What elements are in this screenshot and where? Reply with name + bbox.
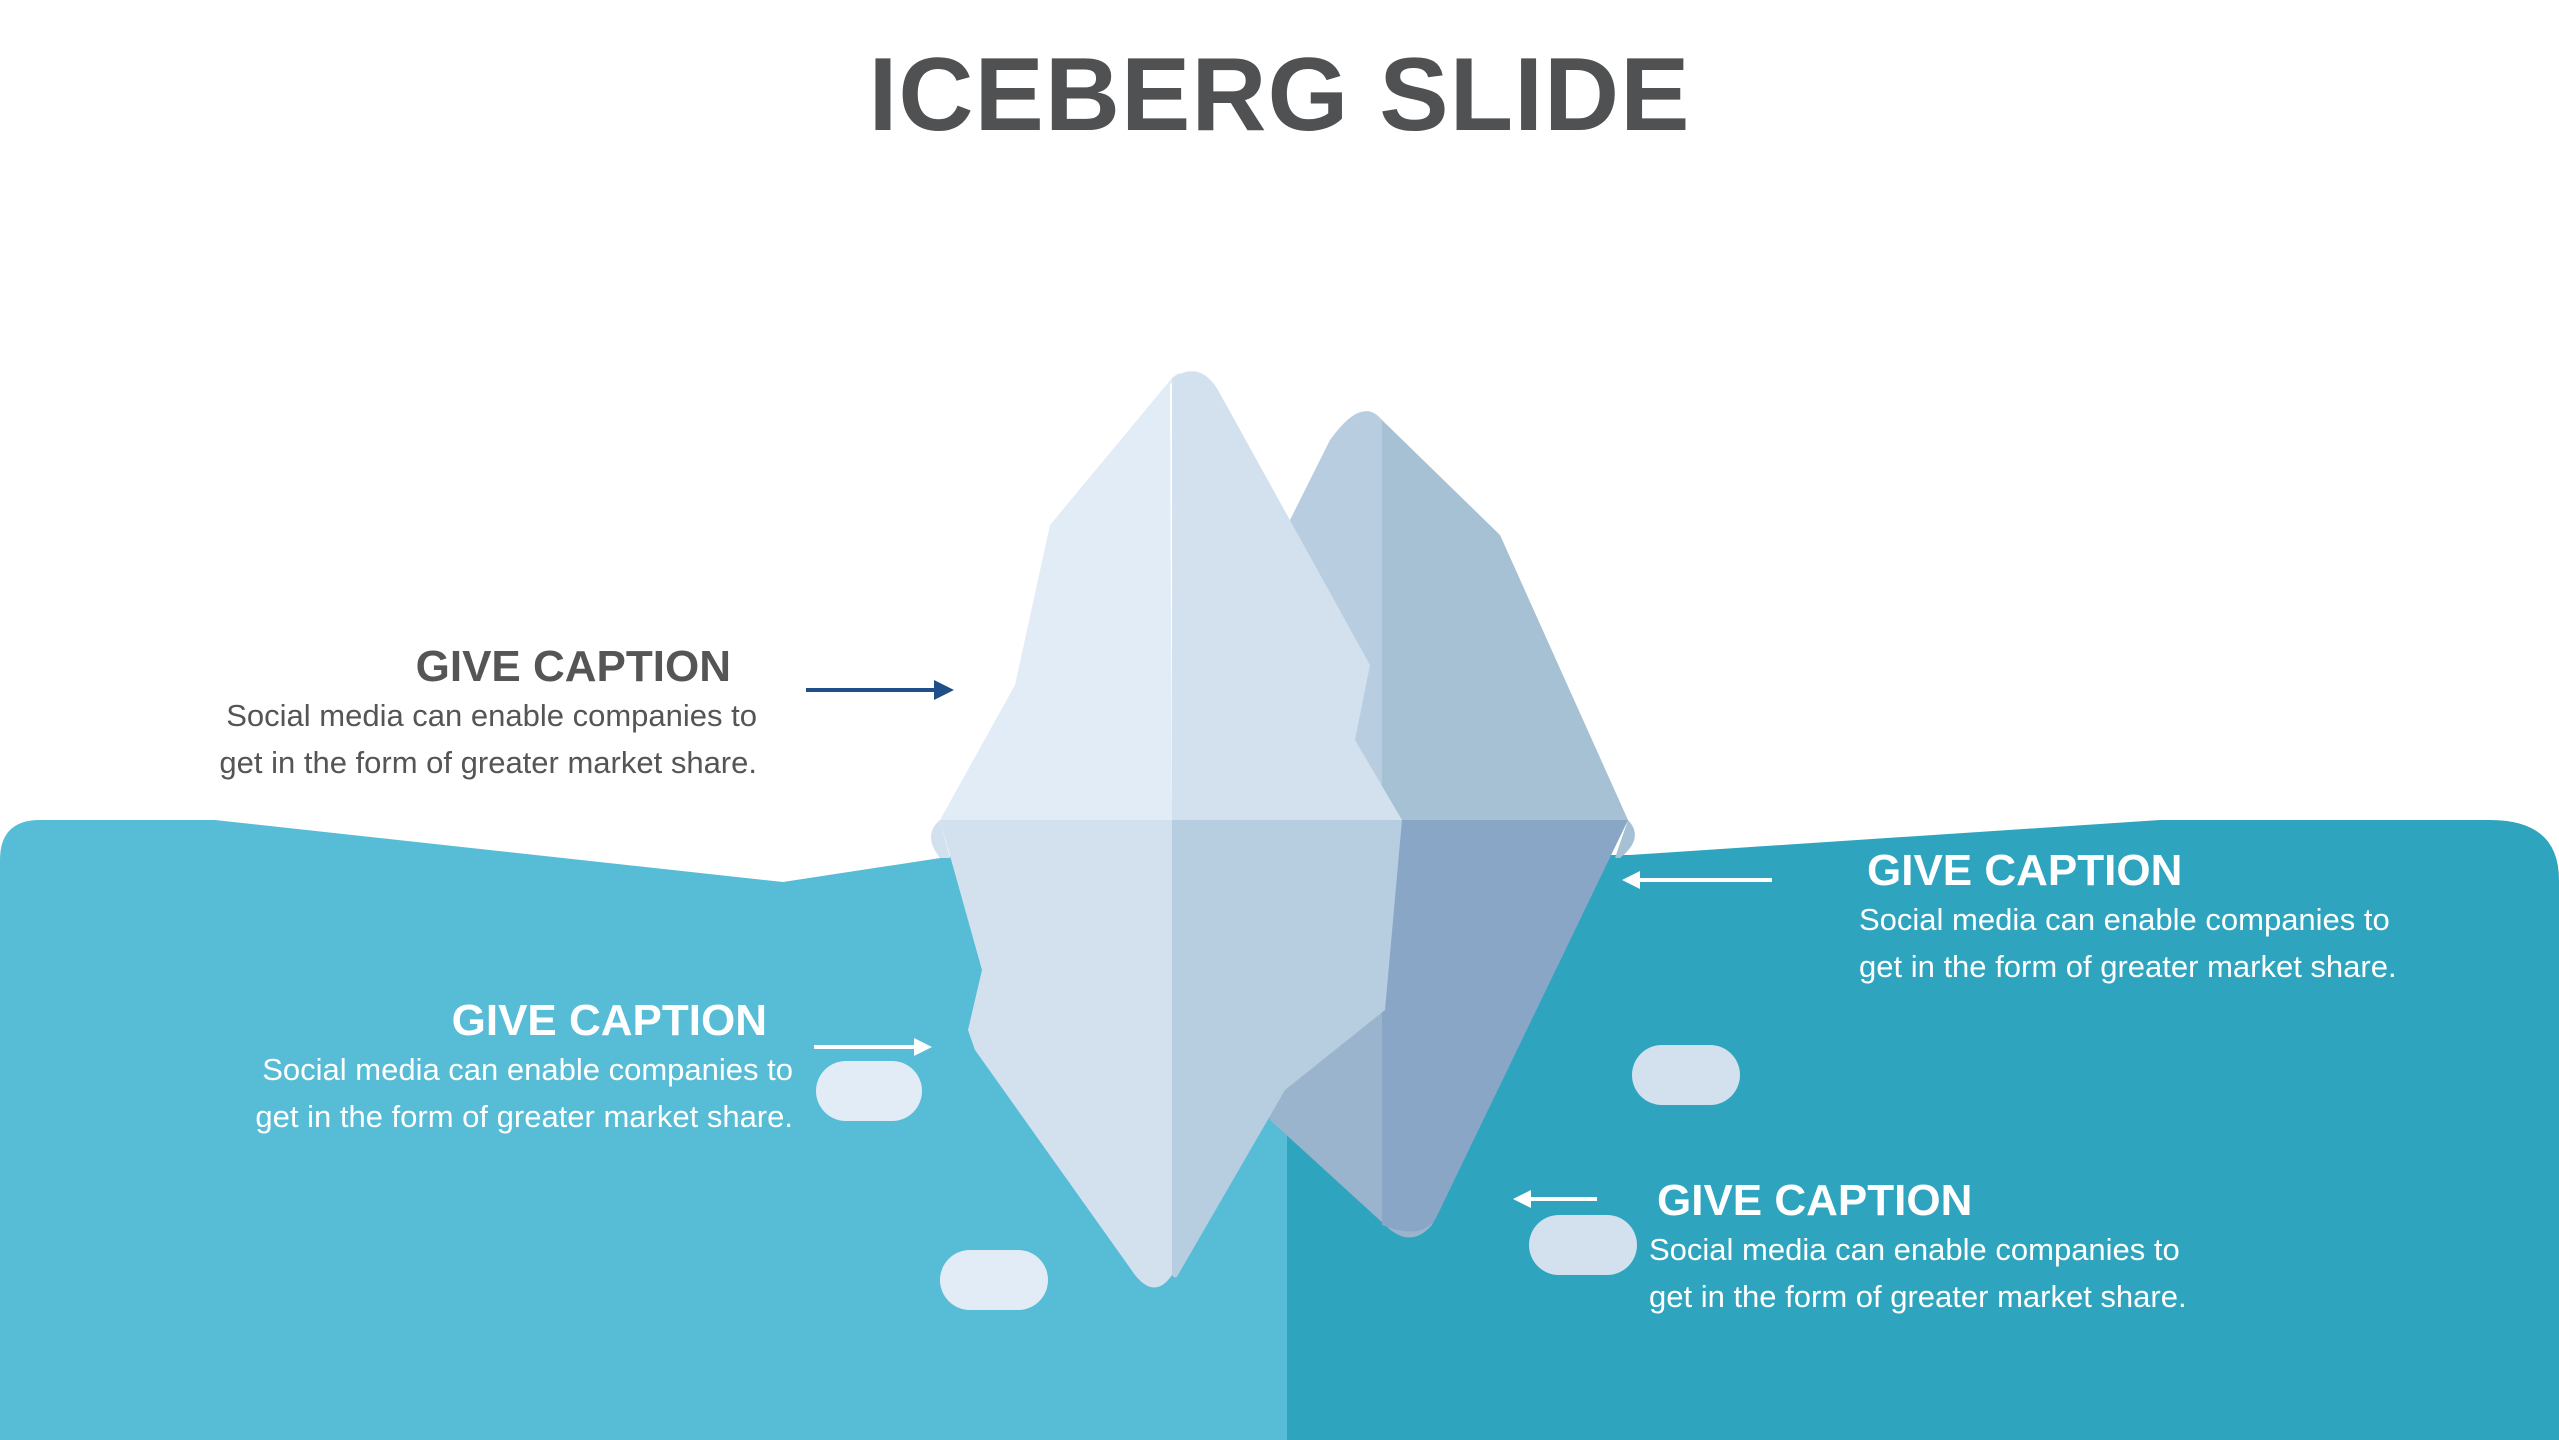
caption-body: Social media can enable companies to get… bbox=[219, 692, 757, 786]
iceberg-waterline-edge-right bbox=[1615, 820, 1635, 858]
water-right bbox=[1287, 820, 2559, 1440]
arrow-right-icon bbox=[814, 1038, 932, 1056]
iceberg-underwater-front-light bbox=[940, 820, 1172, 1288]
arrow-left-icon bbox=[1622, 871, 1772, 889]
caption-line: Social media can enable companies to bbox=[262, 1052, 793, 1087]
iceberg-front-peak-light bbox=[940, 372, 1180, 820]
caption-line: get in the form of greater market share. bbox=[255, 1099, 793, 1134]
caption-body: Social media can enable companies to get… bbox=[1859, 896, 2397, 990]
caption-block-top-left: GIVE CAPTION Social media can enable com… bbox=[219, 642, 757, 786]
caption-line: get in the form of greater market share. bbox=[1649, 1279, 2187, 1314]
ice-floe-icon bbox=[816, 1061, 922, 1121]
caption-line: Social media can enable companies to bbox=[226, 698, 757, 733]
caption-body: Social media can enable companies to get… bbox=[1649, 1226, 2187, 1320]
caption-block-top-right: GIVE CAPTION Social media can enable com… bbox=[1859, 846, 2397, 990]
iceberg-front-peak-mid bbox=[1172, 371, 1402, 820]
arrow-left-icon bbox=[1513, 1190, 1597, 1208]
iceberg-waterline-edge bbox=[931, 820, 950, 858]
arrow-right-icon bbox=[806, 680, 954, 700]
caption-block-bottom-left: GIVE CAPTION Social media can enable com… bbox=[255, 996, 793, 1140]
page-title: ICEBERG SLIDE bbox=[868, 37, 1691, 153]
caption-block-bottom-right: GIVE CAPTION Social media can enable com… bbox=[1649, 1176, 2187, 1320]
caption-line: Social media can enable companies to bbox=[1859, 902, 2390, 937]
caption-line: get in the form of greater market share. bbox=[1859, 949, 2397, 984]
iceberg-underwater-back-dark bbox=[1382, 820, 1628, 1232]
iceberg-back-peak-dark bbox=[1382, 420, 1628, 820]
caption-heading: GIVE CAPTION bbox=[1867, 846, 2183, 895]
caption-heading: GIVE CAPTION bbox=[451, 996, 767, 1045]
ice-floe-icon bbox=[940, 1250, 1048, 1310]
caption-heading: GIVE CAPTION bbox=[1657, 1176, 1973, 1225]
ice-floe-icon bbox=[1529, 1215, 1637, 1275]
caption-line: get in the form of greater market share. bbox=[219, 745, 757, 780]
ice-floe-icon bbox=[1632, 1045, 1740, 1105]
caption-line: Social media can enable companies to bbox=[1649, 1232, 2180, 1267]
caption-body: Social media can enable companies to get… bbox=[255, 1046, 793, 1140]
iceberg-underwater-front-mid bbox=[1172, 820, 1402, 1278]
caption-heading: GIVE CAPTION bbox=[415, 642, 731, 691]
